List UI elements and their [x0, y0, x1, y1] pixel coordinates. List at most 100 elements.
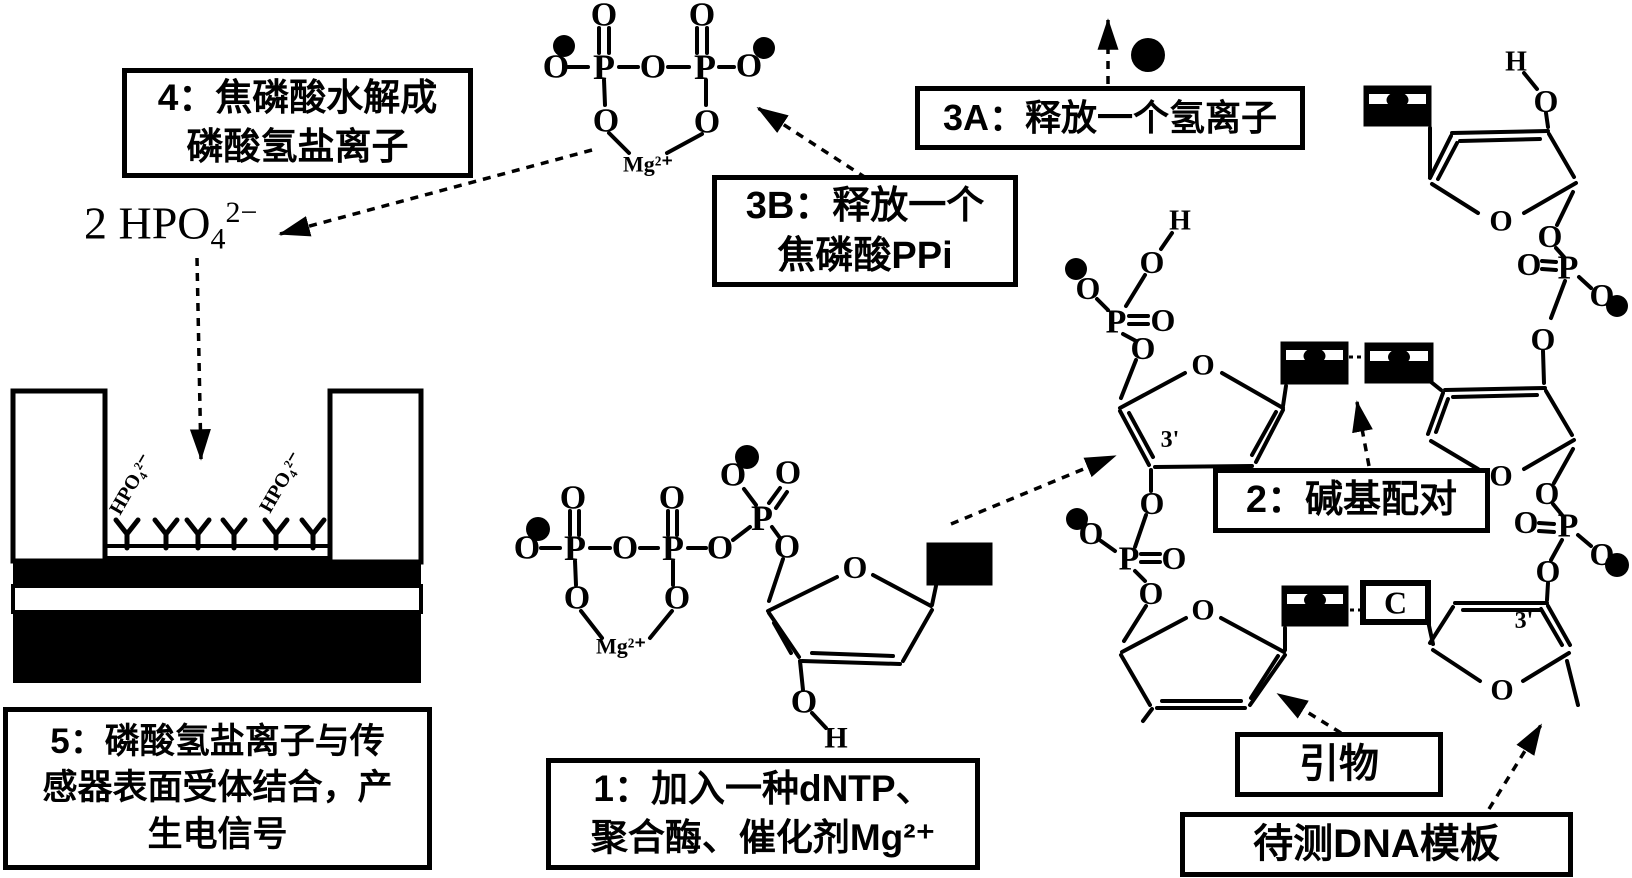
bond	[1450, 129, 1550, 135]
bond	[1554, 246, 1566, 259]
atom-label: O	[720, 457, 746, 494]
bond	[1141, 707, 1154, 723]
atom-label: O	[1140, 244, 1165, 280]
bond	[1549, 538, 1564, 562]
atom-label: Mg²⁺	[623, 152, 673, 177]
charge-dot	[1605, 553, 1629, 577]
charge-dot	[526, 517, 550, 541]
base-box	[926, 542, 993, 586]
atom-label: O	[612, 530, 638, 567]
step5-line2: 感器表面受体结合，产	[42, 768, 393, 808]
atom-label: O	[640, 49, 666, 86]
atom-label: O	[664, 580, 690, 617]
atom-label: H	[1169, 206, 1191, 237]
bond	[810, 711, 828, 730]
atom-label: 3'	[1515, 608, 1534, 634]
bond	[1281, 384, 1288, 408]
step4-box: 4：焦磷酸水解成 磷酸氢盐离子	[122, 68, 473, 178]
bond	[1521, 651, 1571, 683]
bond	[1522, 438, 1576, 471]
dashed-arrow	[1276, 692, 1342, 735]
atom-label: O	[1514, 504, 1539, 540]
atom-label: O	[543, 49, 569, 86]
atom-label: P	[1558, 508, 1579, 545]
atom-label: O	[1531, 321, 1556, 357]
bond	[1540, 267, 1558, 272]
bond	[770, 525, 782, 540]
sensor-pillar	[10, 388, 108, 564]
step1-line1: 1：加入一种dNTP、	[593, 768, 933, 810]
atom-label: O	[1534, 83, 1559, 119]
step3b-line2: 焦磷酸PPi	[777, 235, 953, 277]
base-box-bump	[1304, 592, 1326, 608]
charge-dot	[1131, 38, 1165, 72]
step2-line1: 2：碱基配对	[1245, 479, 1458, 522]
atom-label: O	[694, 104, 720, 141]
base-box-letter	[1360, 580, 1431, 625]
atom-label: O	[560, 480, 586, 517]
bond	[1544, 111, 1550, 129]
bond	[1577, 275, 1593, 290]
atom-label: P	[564, 528, 586, 568]
step2-box: 2：碱基配对	[1213, 468, 1490, 533]
bond	[1555, 190, 1575, 227]
bond	[1549, 279, 1567, 320]
charge-dot	[1065, 258, 1087, 280]
bond	[573, 559, 578, 587]
bond	[648, 609, 674, 640]
atom-label: P	[694, 47, 716, 87]
step4-line1: 4：焦磷酸水解成	[157, 77, 438, 119]
sensor-surface	[101, 544, 335, 560]
atom-label: O	[1131, 330, 1156, 366]
bond	[602, 78, 607, 107]
step4-line2: 磷酸氢盐离子	[186, 126, 409, 167]
atom-label: O	[1517, 246, 1542, 282]
bond	[1540, 259, 1558, 264]
atom-label: O	[1191, 594, 1214, 627]
step3a-line1: 3A：释放一个氢离子	[942, 97, 1278, 139]
bond	[1436, 141, 1459, 181]
formula-prefix: 2 HPO	[84, 197, 211, 249]
atom-label: O	[1076, 270, 1101, 306]
atom-label: O	[1139, 575, 1164, 611]
bond	[731, 525, 752, 542]
atom-label: O	[1489, 205, 1512, 238]
bond	[1220, 371, 1285, 410]
bond	[1545, 581, 1550, 602]
bond	[774, 490, 789, 510]
atom-label: O	[1535, 475, 1560, 511]
step3b-box: 3B：释放一个 焦磷酸PPi	[712, 175, 1018, 287]
bond	[1153, 464, 1254, 469]
bond	[1426, 391, 1445, 436]
atom-label: P	[1558, 250, 1579, 287]
template-label: 待测DNA模板	[1253, 822, 1500, 867]
bond	[1443, 386, 1547, 392]
base-box-bump	[1303, 348, 1326, 364]
bond	[1095, 297, 1110, 312]
bond	[1552, 447, 1575, 485]
sensor-layer	[13, 612, 421, 683]
step5-line1: 5：磷酸氢盐离子与传	[50, 722, 385, 762]
bond	[1122, 604, 1148, 643]
atom-label: O	[1590, 536, 1615, 572]
bond	[767, 486, 782, 505]
bond	[1159, 231, 1174, 251]
bond	[665, 132, 704, 155]
dashed-arrow	[189, 257, 211, 461]
atom-label: P	[1119, 541, 1140, 578]
dashed-arrow	[1487, 723, 1543, 810]
atom-label: P	[1106, 304, 1127, 341]
atom-label: O	[707, 530, 733, 567]
step3b-line1: 3B：释放一个	[745, 184, 985, 227]
bond	[1429, 439, 1480, 471]
bond	[798, 659, 805, 692]
bond	[1124, 273, 1147, 308]
atom-label: 3'	[1161, 427, 1180, 453]
step3a-box: 3A：释放一个氢离子	[915, 86, 1305, 150]
atom-label: Mg²⁺	[596, 634, 646, 659]
atom-label: O	[843, 549, 868, 585]
bond	[1428, 605, 1455, 645]
bond	[1254, 408, 1285, 464]
receptor-y-icon	[262, 517, 290, 551]
